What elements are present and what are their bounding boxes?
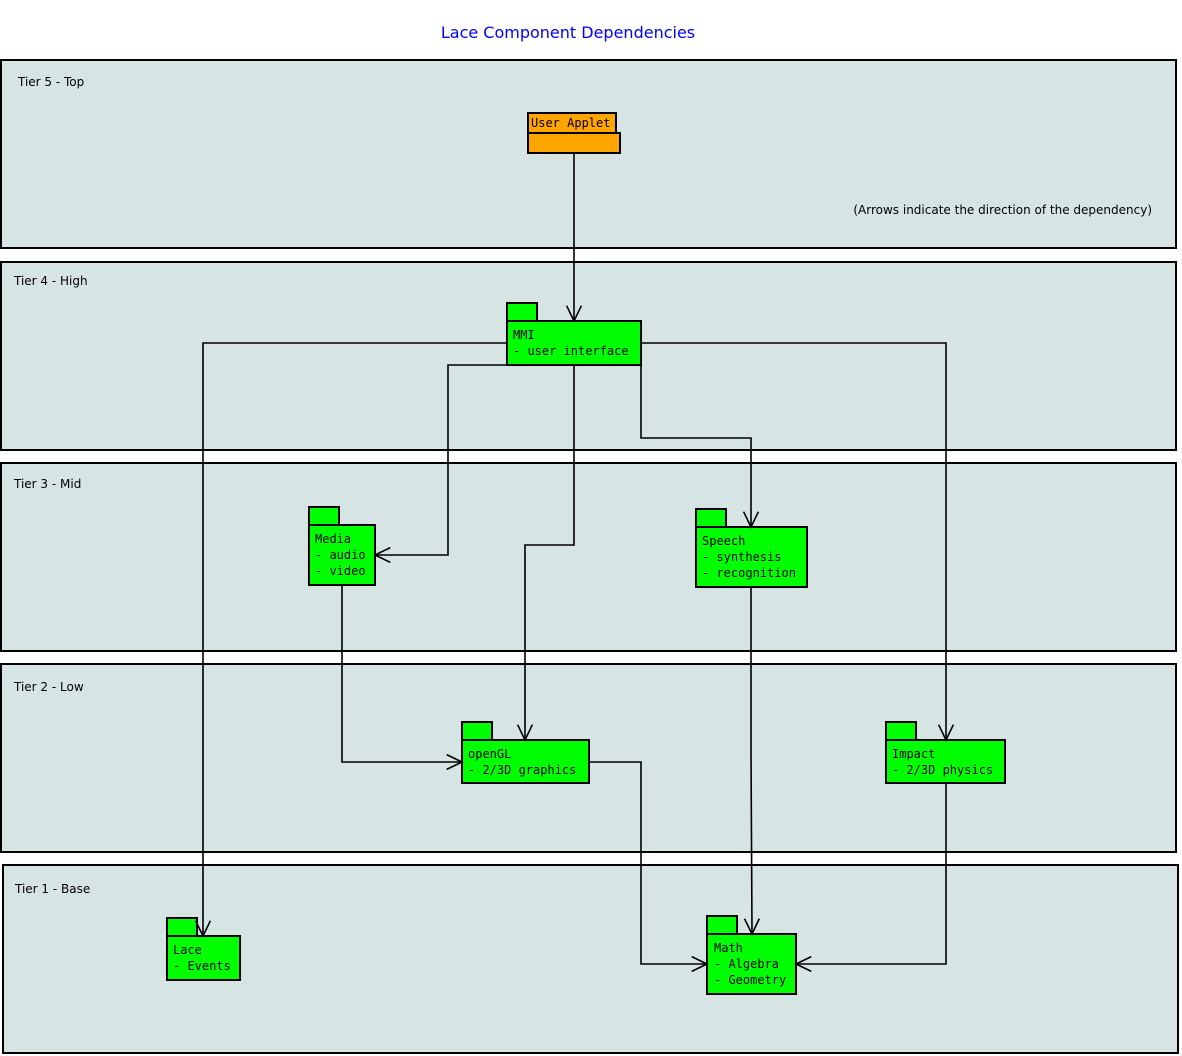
arrowhead-icon: [794, 955, 812, 973]
arrowhead-icon: [937, 724, 955, 742]
package-user-applet[interactable]: User Applet: [527, 112, 621, 154]
tier-label: Tier 1 - Base: [14, 882, 90, 896]
package-body: [308, 524, 376, 586]
arrowhead-icon: [446, 753, 464, 771]
package-opengl[interactable]: openGL - 2/3D graphics: [461, 721, 590, 784]
package-mmi[interactable]: MMI - user interface: [506, 302, 642, 366]
package-line: - recognition: [702, 566, 796, 580]
package-tab: [461, 721, 493, 741]
package-line: - video: [315, 564, 366, 578]
edge-mmi-impact: [641, 342, 947, 740]
tier-label: Tier 5 - Top: [17, 75, 84, 89]
arrowhead-icon: [742, 511, 760, 529]
package-line: - 2/3D physics: [892, 763, 993, 777]
edge-impact-math: [796, 783, 947, 965]
arrowheads: [194, 305, 955, 973]
package-name: Lace: [173, 943, 202, 957]
package-line: - Algebra: [714, 957, 779, 971]
tier-3: Tier 3 - Mid: [0, 462, 1177, 652]
package-body: [695, 526, 808, 588]
arrowhead-icon: [743, 918, 761, 936]
arrowhead-icon: [194, 920, 212, 938]
tier-label: Tier 3 - Mid: [13, 477, 81, 491]
package-line: - 2/3D graphics: [468, 763, 576, 777]
tier-label: Tier 4 - High: [13, 274, 88, 288]
package-body: [461, 739, 590, 784]
edges: [202, 153, 947, 965]
dependency-note: (Arrows indicate the direction of the de…: [853, 203, 1152, 217]
edge-mmi-media: [375, 364, 507, 556]
arrowhead-icon: [373, 546, 391, 564]
package-body: [885, 739, 1006, 784]
package-name: Impact: [892, 747, 935, 761]
package-line: - user interface: [513, 344, 629, 358]
package-tab: [506, 302, 538, 322]
package-name: User Applet: [531, 116, 610, 130]
package-lace[interactable]: Lace - Events: [166, 917, 241, 981]
package-line: - synthesis: [702, 550, 781, 564]
package-media[interactable]: Media - audio - video: [308, 506, 376, 586]
package-name: Media: [315, 532, 351, 546]
edge-mmi-speech: [640, 365, 752, 527]
tier-label: Tier 2 - Low: [13, 680, 84, 694]
tier-3-box: [0, 462, 1177, 652]
package-impact[interactable]: Impact - 2/3D physics: [885, 721, 1006, 784]
package-name: Speech: [702, 534, 745, 548]
package-body: [506, 320, 642, 366]
arrowhead-icon: [691, 955, 709, 973]
arrowhead-icon: [565, 305, 583, 323]
edge-speech-math: [750, 587, 753, 935]
package-line: - audio: [315, 548, 366, 562]
package-name: MMI: [513, 328, 535, 342]
package-tab: [695, 508, 727, 528]
package-math[interactable]: Math - Algebra - Geometry: [706, 915, 797, 995]
edge-mmi-opengl: [524, 365, 575, 740]
package-body: [527, 132, 621, 154]
package-line: - Events: [173, 959, 231, 973]
package-speech[interactable]: Speech - synthesis - recognition: [695, 508, 808, 588]
package-name: Math: [714, 941, 743, 955]
package-tab: [308, 506, 340, 526]
package-tab: [166, 917, 198, 937]
package-name: openGL: [468, 747, 511, 761]
package-line: - Geometry: [714, 973, 786, 987]
edge-opengl-math: [589, 761, 707, 965]
package-tab: [706, 915, 738, 935]
edge-mmi-lace: [202, 342, 507, 936]
diagram-title: Lace Component Dependencies: [441, 23, 695, 42]
package-tab: [885, 721, 917, 741]
edge-media-opengl: [341, 585, 462, 763]
arrowhead-icon: [516, 724, 534, 742]
